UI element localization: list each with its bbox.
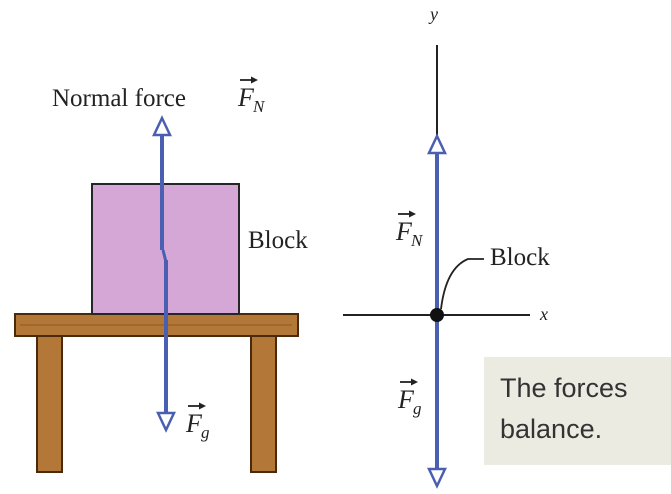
svg-text:N: N xyxy=(410,231,424,250)
balance-note-line-2: balance. xyxy=(500,414,603,444)
fbd-gravity-force-arrowhead xyxy=(427,467,447,489)
normal-force-label: Normal force xyxy=(52,85,186,112)
fbd-gravity-force-arrow xyxy=(427,318,447,489)
block-label-left: Block xyxy=(248,227,308,254)
gravity-force-arrow xyxy=(156,249,176,433)
table-leg-left xyxy=(36,333,63,473)
block-point xyxy=(430,308,444,322)
balance-note: The forces balance. xyxy=(500,368,670,450)
svg-text:F: F xyxy=(397,385,415,414)
svg-text:g: g xyxy=(201,423,210,442)
balance-note-box xyxy=(484,357,671,465)
svg-text:F: F xyxy=(395,217,413,246)
svg-text:F: F xyxy=(237,83,255,112)
fbd-normal-force-arrow xyxy=(427,133,447,312)
gravity-force-symbol-left: F g xyxy=(185,402,210,442)
svg-text:g: g xyxy=(413,399,422,418)
table xyxy=(14,313,299,473)
block-label-right: Block xyxy=(490,244,550,271)
balance-note-line-1: The forces xyxy=(500,373,628,403)
x-axis-label: x xyxy=(539,304,548,324)
svg-text:F: F xyxy=(185,409,203,438)
block-pointer-line xyxy=(440,258,484,310)
fbd-normal-force-arrowhead xyxy=(427,133,447,155)
normal-force-symbol: F N xyxy=(237,76,266,116)
svg-text:N: N xyxy=(252,97,266,116)
fbd-normal-force-symbol: F N xyxy=(395,210,424,250)
normal-force-arrow xyxy=(152,115,172,250)
y-axis-label: y xyxy=(428,4,438,24)
fbd-gravity-force-symbol: F g xyxy=(397,378,422,418)
normal-force-arrowhead xyxy=(152,115,172,137)
gravity-force-arrowhead xyxy=(156,411,176,433)
table-leg-right xyxy=(250,333,277,473)
